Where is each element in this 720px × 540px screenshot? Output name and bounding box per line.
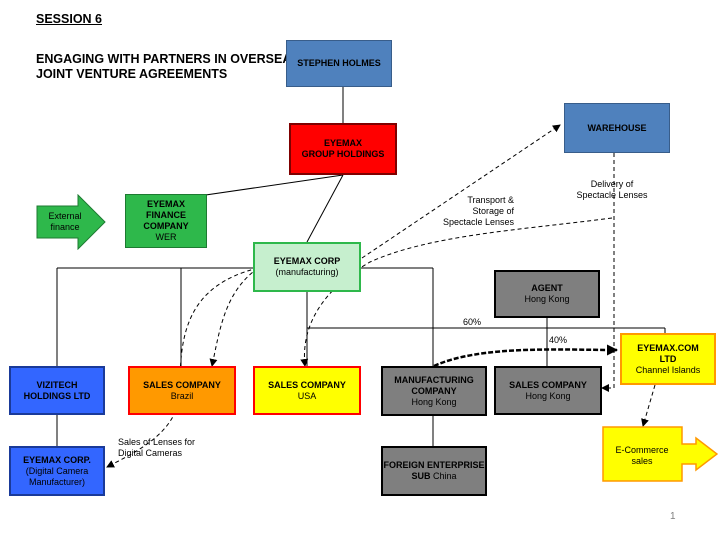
stephen-holmes-label: STEPHEN HOLMES bbox=[297, 58, 381, 68]
ecommerce-line2: sales bbox=[631, 456, 653, 466]
sales-brazil-line1: SALES COMPANY bbox=[143, 379, 221, 390]
sales-lenses-label: Sales of Lenses for Digital Cameras bbox=[118, 437, 195, 459]
warehouse-box: WAREHOUSE bbox=[564, 103, 670, 153]
dashed-corp-brazil-arrow bbox=[209, 267, 259, 367]
vizitech-line1: VIZITECH bbox=[36, 379, 78, 390]
warehouse-label: WAREHOUSE bbox=[587, 122, 647, 133]
agent-box: AGENT Hong Kong bbox=[494, 270, 600, 318]
sales-usa-line2: USA bbox=[297, 390, 317, 401]
sales-brazil-line2: Brazil bbox=[170, 390, 194, 401]
external-finance-line1: External bbox=[48, 211, 82, 221]
eyemax-com-line2: LTD bbox=[659, 353, 677, 364]
foreign-line1: FOREIGN ENTERPRISE bbox=[383, 460, 485, 470]
dashed-delivery-arrow bbox=[601, 153, 615, 392]
transport-label: Transport & Storage of Spectacle Lenses bbox=[436, 195, 514, 228]
ecommerce-arrow: E-Commerce sales bbox=[602, 426, 718, 482]
slide-heading-line1: ENGAGING WITH PARTNERS IN OVERSEAS bbox=[36, 52, 300, 66]
sales-hk-line2: Hong Kong bbox=[525, 390, 571, 401]
dashed-warehouse-usa-arrow bbox=[300, 217, 613, 367]
sales-brazil-box: SALES COMPANY Brazil bbox=[128, 366, 236, 415]
foreign-enterprise-box: FOREIGN ENTERPRISE SUB China bbox=[381, 446, 487, 496]
sales-usa-box: SALES COMPANY USA bbox=[253, 366, 361, 415]
percent-60-label: 60% bbox=[463, 317, 482, 327]
sales-usa-line1: SALES COMPANY bbox=[268, 379, 346, 390]
eyemax-camera-box: EYEMAX CORP. (Digital Camera Manufacture… bbox=[9, 446, 105, 496]
dashed-transport-arrow bbox=[361, 124, 561, 259]
manufacturing-hk-box: MANUFACTURING COMPANY Hong Kong bbox=[381, 366, 487, 416]
finance-line4: WER bbox=[155, 232, 177, 242]
session-title: SESSION 6 bbox=[36, 12, 102, 26]
line-group-corp bbox=[306, 174, 344, 243]
manufacturing-line1: MANUFACTURING bbox=[394, 374, 474, 385]
percent-40-label: 40% bbox=[549, 335, 568, 345]
page-number: 1 bbox=[670, 511, 676, 522]
finance-company-box: EYEMAX FINANCE COMPANY WER bbox=[125, 194, 207, 248]
delivery-line1: Delivery of bbox=[590, 179, 634, 189]
dashed-manufacturing-eyemaxcom-arrow bbox=[433, 344, 618, 368]
external-finance-line2: finance bbox=[50, 222, 80, 232]
stephen-holmes-box: STEPHEN HOLMES bbox=[286, 40, 392, 87]
finance-line3: COMPANY bbox=[143, 221, 189, 231]
line-group-finance bbox=[184, 174, 344, 199]
manufacturing-line2: COMPANY bbox=[411, 385, 457, 396]
vizitech-box: VIZITECH HOLDINGS LTD bbox=[9, 366, 105, 415]
manufacturing-line3: Hong Kong bbox=[411, 396, 457, 407]
foreign-line2: SUB bbox=[411, 471, 431, 481]
sales-hk-line1: SALES COMPANY bbox=[509, 379, 587, 390]
transport-line1: Transport & bbox=[467, 195, 514, 205]
transport-line2: Storage of bbox=[472, 206, 514, 216]
delivery-label: Delivery of Spectacle Lenses bbox=[560, 179, 664, 201]
agent-line1: AGENT bbox=[531, 283, 563, 293]
eyemax-corp-box: EYEMAX CORP (manufacturing) bbox=[253, 242, 361, 292]
eyemax-com-line1: EYEMAX.COM bbox=[637, 342, 699, 353]
camera-line2: (Digital Camera bbox=[25, 465, 89, 476]
sales-lenses-line2: Digital Cameras bbox=[118, 448, 183, 458]
eyemax-corp-line1: EYEMAX CORP bbox=[273, 256, 341, 266]
transport-line3: Spectacle Lenses bbox=[442, 217, 514, 227]
delivery-line2: Spectacle Lenses bbox=[576, 190, 648, 200]
dashed-ecommerce-arrow bbox=[641, 384, 656, 427]
agent-line2: Hong Kong bbox=[524, 294, 570, 304]
finance-line1: EYEMAX bbox=[146, 199, 185, 209]
sales-lenses-line1: Sales of Lenses for bbox=[118, 437, 196, 447]
slide-heading-line2: JOINT VENTURE AGREEMENTS bbox=[36, 67, 228, 81]
ecommerce-line1: E-Commerce bbox=[615, 445, 669, 455]
external-finance-arrow: External finance bbox=[36, 194, 106, 250]
foreign-line2b: China bbox=[433, 471, 457, 481]
camera-line1: EYEMAX CORP. bbox=[23, 454, 91, 465]
vizitech-line2: HOLDINGS LTD bbox=[23, 390, 91, 401]
sales-hk-box: SALES COMPANY Hong Kong bbox=[494, 366, 602, 415]
camera-line3: Manufacturer) bbox=[28, 476, 86, 487]
group-holdings-line1: EYEMAX bbox=[323, 138, 362, 148]
eyemax-corp-line2: (manufacturing) bbox=[275, 267, 339, 277]
group-holdings-box: EYEMAX GROUP HOLDINGS bbox=[289, 123, 397, 175]
group-holdings-line2: GROUP HOLDINGS bbox=[301, 149, 385, 159]
finance-line2: FINANCE bbox=[146, 210, 186, 220]
eyemax-com-line3: Channel Islands bbox=[635, 364, 701, 375]
eyemax-com-box: EYEMAX.COM LTD Channel Islands bbox=[620, 333, 716, 385]
